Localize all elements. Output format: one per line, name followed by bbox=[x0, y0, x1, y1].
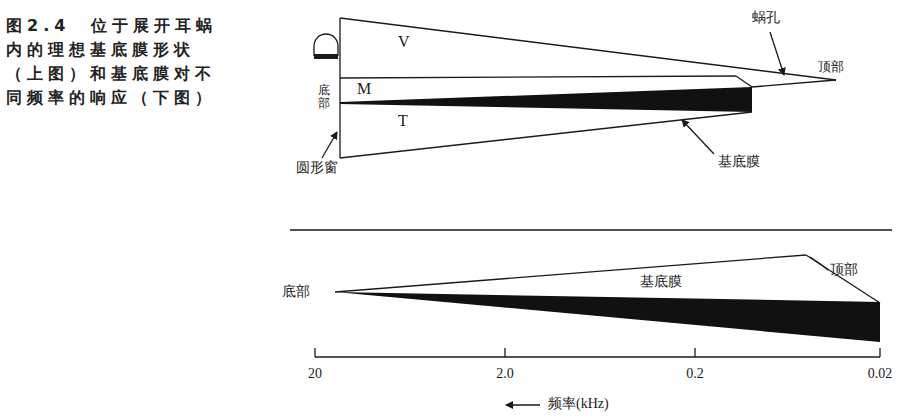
part-label: 底部 bbox=[318, 84, 330, 110]
region-label: M bbox=[357, 80, 371, 98]
part-label: 基底膜 bbox=[640, 274, 682, 289]
axis-tick-label: 0.02 bbox=[868, 366, 893, 381]
axis-tick-label: 0.2 bbox=[686, 366, 704, 381]
axis-tick-label: 2.0 bbox=[496, 366, 514, 381]
part-label: 顶部 bbox=[830, 262, 858, 277]
region-label: T bbox=[398, 112, 408, 130]
figure-caption: 图2.4 位于展开耳蜗内的理想基底膜形状（上图）和基底膜对不同频率的响应（下图） bbox=[6, 14, 232, 110]
axis-tick-label: 20 bbox=[308, 366, 322, 381]
region-label: V bbox=[398, 33, 410, 51]
part-label: 底部 bbox=[282, 284, 310, 299]
part-label: 圆形窗 bbox=[296, 160, 338, 175]
part-label: 顶部 bbox=[818, 60, 844, 74]
part-label: 蜗孔 bbox=[752, 10, 780, 25]
axis-title: 频率(kHz) bbox=[548, 396, 609, 411]
part-label: 基底膜 bbox=[718, 154, 760, 169]
